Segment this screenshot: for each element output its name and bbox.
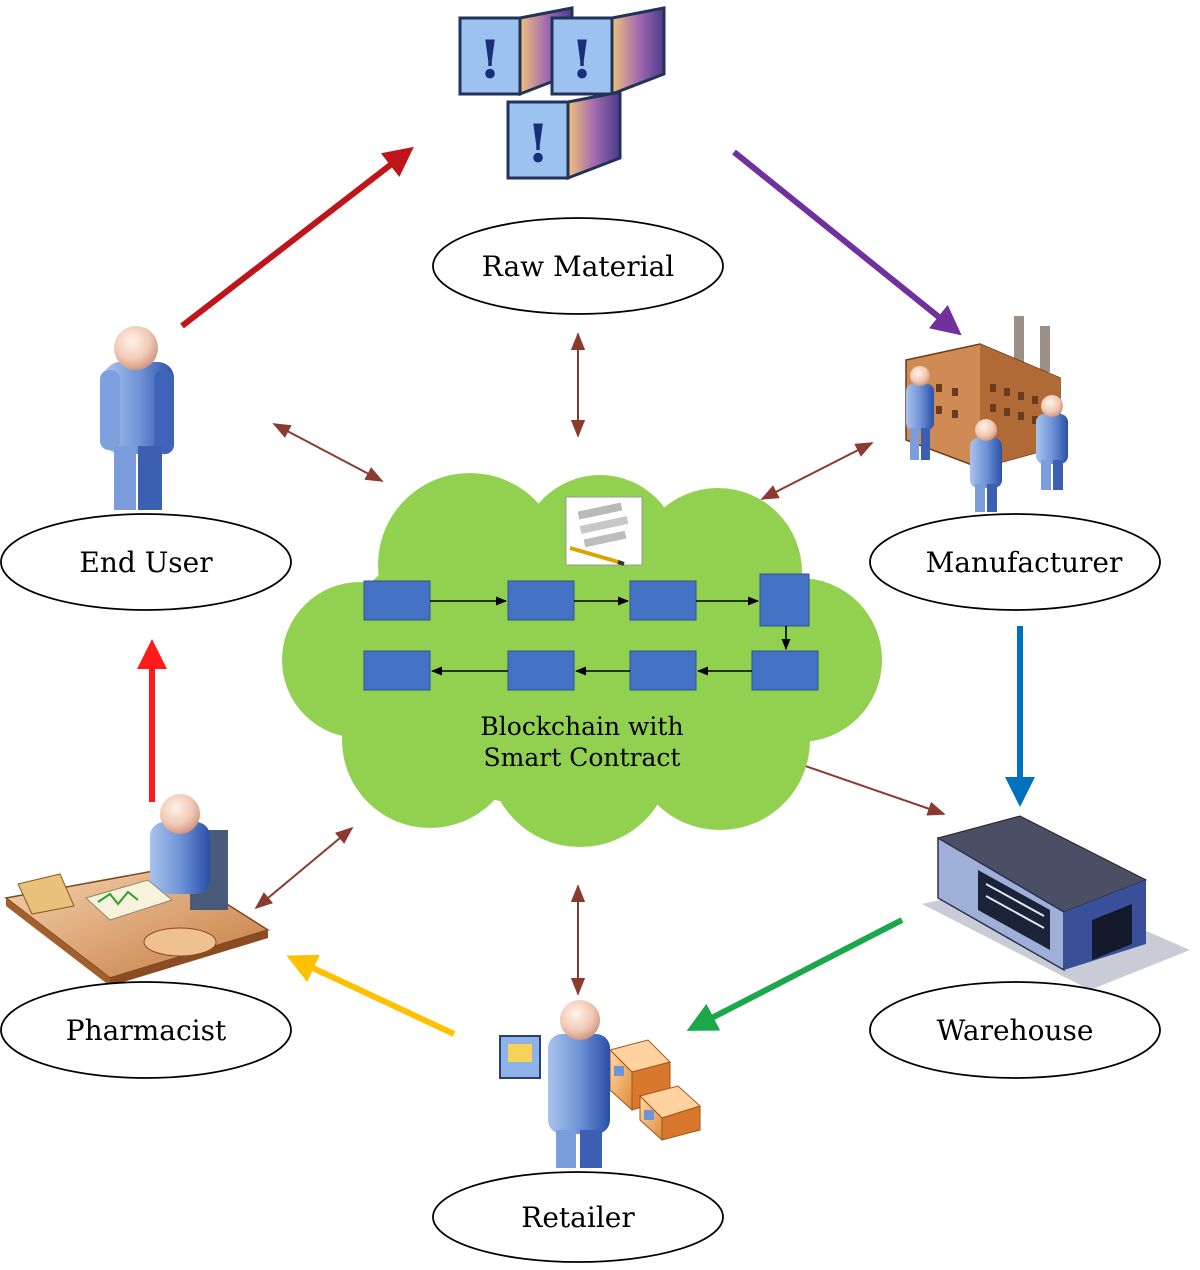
manufacturer-node <box>869 513 1161 611</box>
link-pharmacist <box>254 826 354 910</box>
svg-text:!: ! <box>571 30 594 91</box>
blockchain-blocks <box>363 573 819 691</box>
link-warehouse <box>786 758 946 816</box>
retailer-node <box>432 1171 724 1263</box>
warehouse-label: Warehouse <box>937 1014 1094 1047</box>
center-label-line2: Smart Contract <box>484 743 681 772</box>
smart-contract-document-icon <box>565 496 643 566</box>
block-chain-arrows <box>430 596 791 676</box>
manufacturer-factory-icon <box>905 316 1068 512</box>
warehouse-node <box>869 981 1161 1079</box>
pharmacist-desk-icon <box>4 794 270 986</box>
block <box>363 580 431 621</box>
flow-warehouse-to-retailer-arrow <box>686 917 904 1031</box>
pharmacist-node <box>0 981 292 1079</box>
end-user-person-icon <box>100 326 174 510</box>
blockchain-links <box>254 332 946 996</box>
block <box>759 573 810 627</box>
end-user-node <box>0 513 292 611</box>
retailer-person-icon <box>499 1000 701 1168</box>
flow-retailer-to-pharmacist-arrow <box>286 954 456 1037</box>
block <box>363 650 431 691</box>
svg-text:!: ! <box>527 114 550 175</box>
warehouse-building-icon <box>922 815 1190 1060</box>
block <box>751 650 819 691</box>
center-label-line1: Blockchain with <box>480 712 683 741</box>
pharmacist-label: Pharmacist <box>66 1014 227 1047</box>
raw-material-crates-icon: ! ! ! <box>458 6 666 181</box>
retailer-label: Retailer <box>521 1201 635 1234</box>
block <box>507 650 575 691</box>
block <box>507 580 575 621</box>
link-manufacturer <box>760 442 874 500</box>
block <box>629 650 697 691</box>
end-user-label: End User <box>79 546 213 579</box>
raw-material-label: Raw Material <box>482 250 675 283</box>
raw-material-node <box>432 217 724 315</box>
manufacturer-label: Manufacturer <box>926 546 1123 579</box>
link-end-user <box>272 423 384 482</box>
block <box>629 580 697 621</box>
svg-text:!: ! <box>479 30 502 91</box>
flow-enduser-to-raw-material-arrow <box>180 146 414 329</box>
scanner-icon <box>499 1035 541 1079</box>
boxes-icon <box>609 1039 701 1142</box>
flow-raw-material-to-manufacturer-arrow <box>732 149 962 336</box>
